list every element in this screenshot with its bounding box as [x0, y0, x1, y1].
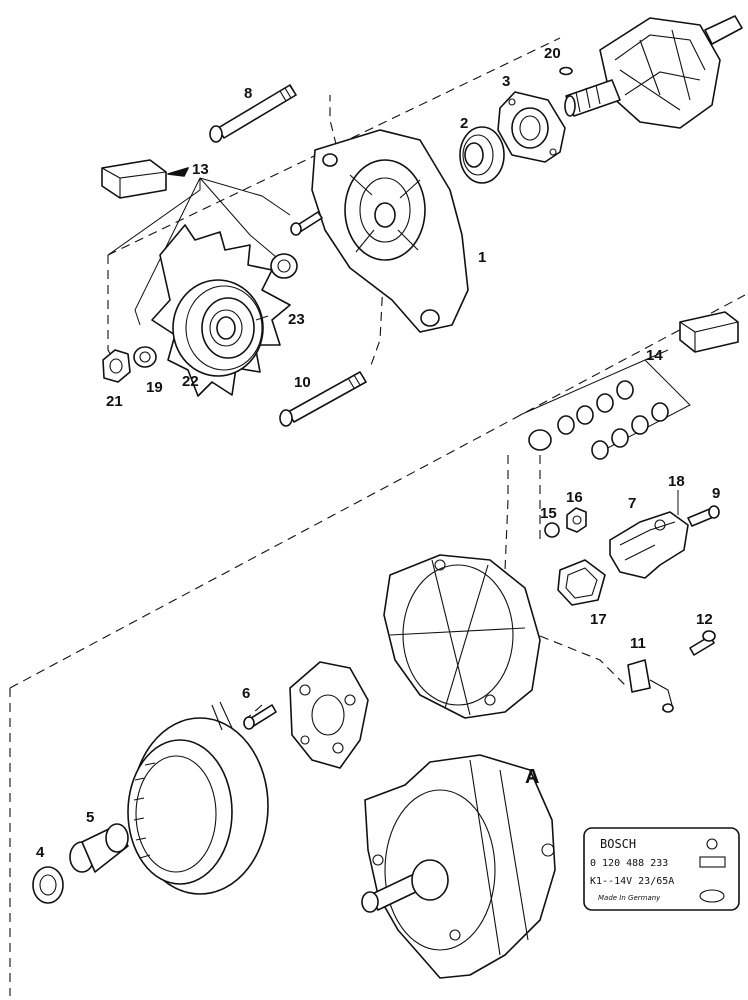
- callout-19: 19: [146, 379, 163, 396]
- callout-10: 10: [294, 374, 311, 391]
- repair-kit-box-14: [679, 311, 739, 353]
- lead-14-b: [599, 359, 691, 453]
- housing-screw: [290, 211, 323, 236]
- callout-17: 17: [590, 611, 607, 628]
- callout-9: 9: [712, 485, 720, 502]
- repair-kit-box-13: [101, 159, 167, 199]
- spring-washer: [133, 346, 157, 368]
- nameplate-spec: K1--14V 23/65A: [590, 876, 674, 887]
- callout-4: 4: [36, 844, 45, 861]
- lead-13: [107, 178, 201, 256]
- callout-22: 22: [182, 373, 199, 390]
- callout-6: 6: [242, 685, 250, 702]
- ball-bearing-front: [459, 126, 505, 184]
- lead-13-b: [199, 177, 291, 216]
- callout-12: 12: [696, 611, 713, 628]
- spacer-sleeve: [270, 253, 298, 279]
- regulator-gasket: [557, 559, 606, 606]
- callout-16: 16: [566, 489, 583, 506]
- ball-bearing-rear: [32, 866, 64, 904]
- dashed-lead-14-left: [504, 455, 509, 571]
- callout-18: 18: [668, 473, 685, 490]
- part-20-key: [559, 66, 573, 76]
- nameplate-brand: BOSCH: [600, 837, 636, 851]
- callout-2: 2: [460, 115, 468, 132]
- slip-ring-end-housing: [383, 554, 541, 719]
- pulley-nut: [102, 349, 131, 383]
- bearing-retainer-plate: [497, 91, 566, 163]
- callout-15: 15: [540, 505, 557, 522]
- callout-13: 13: [192, 161, 209, 178]
- assembly-letter-a: A: [525, 766, 539, 788]
- voltage-regulator: [609, 511, 689, 579]
- v-belt-pulley: [172, 279, 264, 377]
- callout-1: 1: [478, 249, 486, 266]
- rectifier-screw-6: [243, 704, 277, 730]
- nameplate: BOSCH 0 120 488 233 K1--14V 23/65A Made …: [583, 827, 740, 911]
- nameplate-origin: Made In Germany: [598, 894, 661, 902]
- bearing-sleeve: [69, 823, 129, 873]
- stator: [127, 701, 269, 895]
- fastener-set-14: [528, 380, 669, 460]
- dashed-lead-11: [539, 635, 626, 686]
- regulator-screw-9: [687, 505, 720, 527]
- callout-11: 11: [630, 635, 646, 652]
- callout-7: 7: [628, 495, 636, 512]
- rectifier-plate: [289, 661, 369, 769]
- lead-23: [255, 315, 269, 321]
- callout-8: 8: [244, 85, 252, 102]
- suppressor-screw-12: [689, 630, 716, 656]
- callout-21: 21: [106, 393, 123, 410]
- callout-20: 20: [544, 45, 561, 62]
- dashed-lead-10: [369, 281, 384, 369]
- callout-5: 5: [86, 809, 94, 826]
- callout-23: 23: [288, 311, 305, 328]
- interference-suppressor: [627, 659, 674, 713]
- assembly-boundary-diagonal: [9, 294, 746, 689]
- drive-end-housing: [311, 129, 469, 333]
- callout-14: 14: [646, 347, 663, 364]
- lead-13-c: [199, 177, 283, 263]
- part-16-nut: [566, 507, 587, 533]
- assembly-boundary-upper: [107, 37, 561, 256]
- lead-13-d: [134, 177, 201, 326]
- callout-3: 3: [502, 73, 510, 90]
- through-bolt-8: [209, 84, 297, 143]
- rotor: [564, 15, 743, 129]
- nameplate-part-number: 0 120 488 233: [590, 858, 668, 869]
- through-bolt-10: [279, 371, 367, 427]
- arrow-13: [167, 167, 189, 177]
- part-15-washer: [544, 522, 560, 538]
- assembled-alternator: [361, 754, 556, 979]
